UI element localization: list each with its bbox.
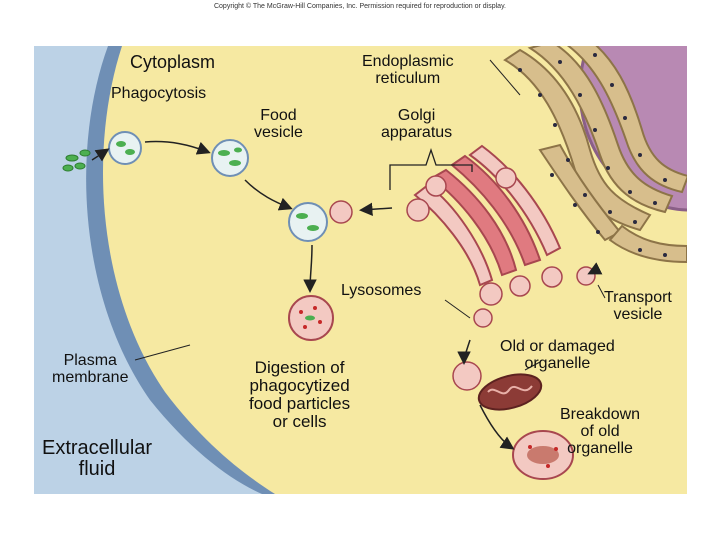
- breakdown-organelle: [512, 430, 574, 480]
- label-golgi: Golgi apparatus: [381, 107, 453, 142]
- old-organelle: [452, 361, 543, 411]
- label-breakdown-line1: Breakdown: [560, 406, 641, 423]
- label-extracellular-line2: fluid: [78, 458, 116, 480]
- label-digestion: Digestion of phagocytized food particles…: [249, 359, 350, 430]
- label-transport-vesicle-line2: vesicle: [613, 305, 663, 323]
- label-food-vesicle-line1: Food: [260, 107, 297, 124]
- label-digestion-line2: phagocytized: [249, 375, 350, 395]
- label-cytoplasm: Cytoplasm: [130, 52, 216, 72]
- label-plasma-membrane-line1: Plasma: [63, 352, 117, 369]
- label-digestion-line3: food particles: [249, 393, 351, 413]
- label-breakdown-line2: of old: [580, 422, 620, 440]
- label-digestion-line4: or cells: [272, 411, 327, 431]
- label-golgi-line1: Golgi: [397, 107, 436, 124]
- food-vesicle: [211, 139, 249, 177]
- label-transport-vesicle-line1: Transport: [604, 289, 672, 306]
- label-food-vesicle: Food vesicle: [254, 107, 303, 142]
- lysosomes: [406, 167, 563, 328]
- vesicle-lysosome-fusion: [288, 200, 353, 242]
- label-digestion-line1: Digestion of: [254, 358, 345, 377]
- label-old-organelle: Old or damaged organelle: [500, 338, 615, 373]
- phagocytic-vesicle: [108, 131, 142, 165]
- label-breakdown: Breakdown of old organelle: [560, 406, 641, 457]
- label-extracellular-fluid: Extracellular fluid: [42, 438, 152, 480]
- process-arrows: [91, 140, 603, 450]
- label-er-line2: reticulum: [375, 69, 441, 87]
- label-old-organelle-line2: organelle: [524, 354, 591, 372]
- label-phagocytosis: Phagocytosis: [111, 85, 207, 102]
- label-food-vesicle-line2: vesicle: [254, 123, 303, 141]
- label-plasma-membrane-line2: membrane: [52, 368, 129, 386]
- label-breakdown-line3: organelle: [567, 439, 633, 457]
- transport-vesicle: [576, 266, 596, 286]
- label-er-line1: Endoplasmic: [362, 53, 454, 70]
- endoplasmic-reticulum: [503, 46, 687, 264]
- label-golgi-line2: apparatus: [381, 123, 453, 141]
- copyright-notice: Copyright © The McGraw-Hill Companies, I…: [213, 3, 506, 10]
- label-transport-vesicle: Transport vesicle: [604, 289, 672, 324]
- digestion-vesicle: [288, 295, 334, 341]
- label-lysosomes: Lysosomes: [341, 282, 422, 299]
- label-er: Endoplasmic reticulum: [362, 53, 454, 88]
- label-extracellular-line1: Extracellular: [42, 437, 153, 459]
- food-particles: [62, 149, 91, 172]
- label-plasma-membrane: Plasma membrane: [52, 352, 129, 387]
- label-old-organelle-line1: Old or damaged: [500, 338, 615, 355]
